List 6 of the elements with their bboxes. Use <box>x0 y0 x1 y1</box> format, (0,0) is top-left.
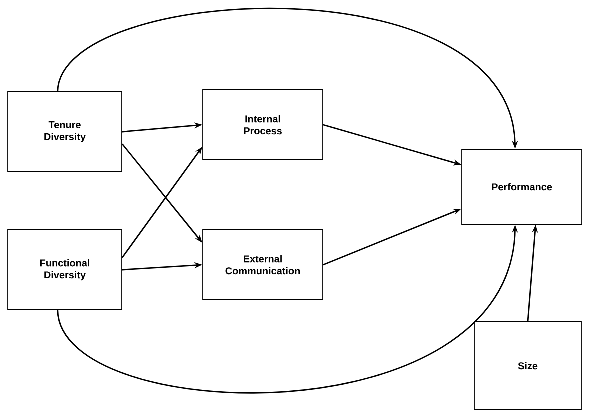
box: Tenure Diversity <box>8 92 122 172</box>
box: Size <box>474 322 582 410</box>
box: Performance <box>462 149 582 225</box>
box: Internal Process <box>202 90 324 160</box>
box: External Communication <box>202 230 324 300</box>
box: Functional Diversity <box>8 230 122 310</box>
